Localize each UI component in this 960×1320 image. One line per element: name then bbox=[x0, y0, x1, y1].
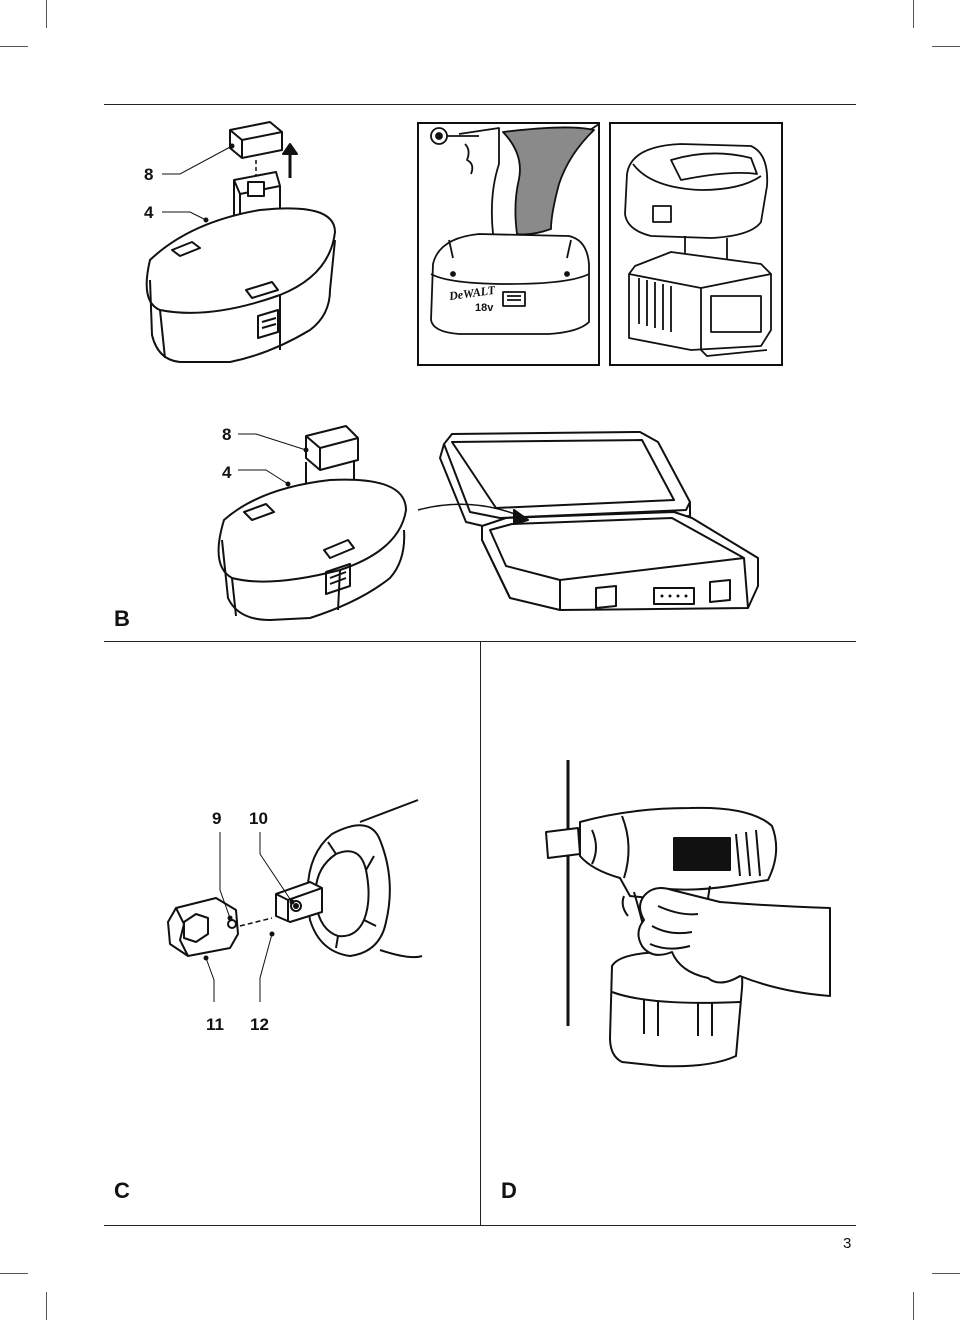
charger-panel bbox=[609, 122, 783, 366]
callout-10: 10 bbox=[249, 809, 268, 828]
crop-mark bbox=[932, 46, 960, 47]
figure-letter-d: D bbox=[501, 1178, 517, 1203]
callout-leaders-c bbox=[203, 832, 295, 1002]
top-rule bbox=[104, 104, 856, 105]
callout-cap-top: 8 bbox=[144, 165, 154, 184]
callout-12: 12 bbox=[250, 1015, 269, 1034]
middle-rule bbox=[104, 641, 856, 642]
crop-mark bbox=[46, 0, 47, 28]
callout-leaders-lower bbox=[238, 433, 309, 487]
crop-mark bbox=[932, 1273, 960, 1274]
page-number: 3 bbox=[843, 1235, 852, 1252]
battery-voltage: 18v bbox=[475, 302, 494, 314]
drill-with-battery-illustration bbox=[430, 124, 598, 335]
drill-battery-panel: DeWALT 18v bbox=[417, 122, 600, 366]
callout-battery-top: 4 bbox=[144, 203, 154, 222]
crop-mark bbox=[913, 0, 914, 28]
hand-holding-impact-wrench-illustration bbox=[545, 760, 831, 1068]
crop-mark bbox=[0, 1273, 28, 1274]
socket-attachment-illustration bbox=[167, 799, 423, 959]
figure-letter-b: B bbox=[114, 606, 130, 631]
storage-case-illustration bbox=[417, 431, 759, 611]
callout-9: 9 bbox=[212, 809, 222, 828]
crop-mark bbox=[913, 1292, 914, 1320]
crop-mark bbox=[0, 46, 28, 47]
callout-battery-bottom: 4 bbox=[222, 463, 232, 482]
figure-letter-c: C bbox=[114, 1178, 130, 1203]
crop-mark bbox=[46, 1292, 47, 1320]
battery-cap-removal-illustration bbox=[145, 121, 336, 363]
bottom-rule bbox=[104, 1225, 856, 1226]
center-divider bbox=[480, 642, 481, 1225]
callout-cap-bottom: 8 bbox=[222, 425, 232, 444]
callout-leaders bbox=[162, 143, 235, 223]
battery-with-cap-illustration bbox=[217, 425, 407, 621]
callout-11: 11 bbox=[206, 1015, 224, 1034]
battery-in-charger-illustration bbox=[624, 143, 772, 357]
